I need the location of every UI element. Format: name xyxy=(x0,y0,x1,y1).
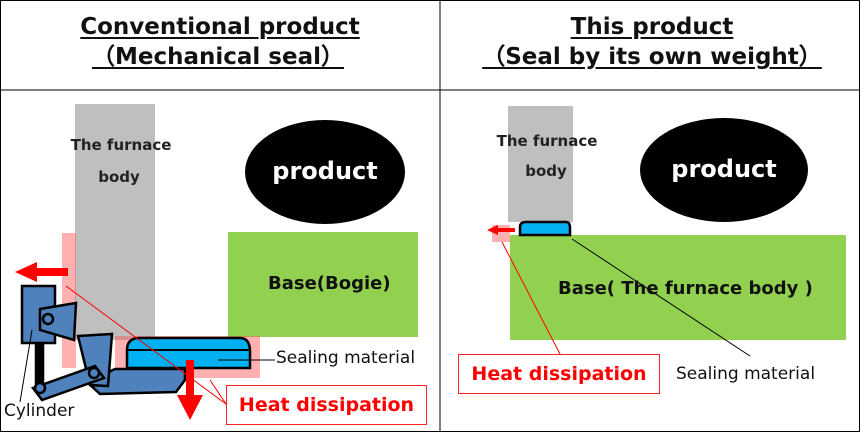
arrow-down-icon xyxy=(177,360,203,420)
base-furnace-body xyxy=(510,235,846,340)
right-sealing-label: Sealing material xyxy=(676,364,816,384)
left-base-label: Base(Bogie) xyxy=(268,273,391,294)
heat-zone-vertical xyxy=(62,233,76,368)
left-furnace-label-2: body xyxy=(98,168,140,186)
arrow-left-icon xyxy=(15,262,68,282)
furnace-body-left xyxy=(75,104,155,340)
right-heat-dissipation-box: Heat dissipation xyxy=(458,354,660,394)
right-product-label: product xyxy=(671,155,777,183)
left-product-label: product xyxy=(272,157,378,185)
link-pin-1 xyxy=(33,381,47,395)
base-bogie xyxy=(228,232,418,337)
cylinder-rod xyxy=(34,341,45,385)
right-title: This product xyxy=(570,14,734,40)
left-furnace-label-1: The furnace xyxy=(70,136,172,154)
right-subtitle: （Seal by its own weight） xyxy=(482,44,822,70)
link-bar xyxy=(30,364,107,402)
left-subtitle: （Mechanical seal） xyxy=(91,44,345,70)
pivot-plate xyxy=(38,301,78,342)
right-furnace-label-2: body xyxy=(525,162,567,180)
pivot-pin xyxy=(41,312,55,326)
sealing-material-right xyxy=(518,220,572,237)
left-sealing-label: Sealing material xyxy=(276,348,416,368)
right-furnace-label-1: The furnace xyxy=(496,132,598,150)
left-title: Conventional product xyxy=(80,14,360,40)
link-pin-2 xyxy=(87,366,101,380)
left-heat-dissipation-box: Heat dissipation xyxy=(226,385,427,425)
cylinder-label: Cylinder xyxy=(4,401,75,421)
arrow-left-icon-right xyxy=(487,225,515,235)
right-base-label: Base( The furnace body ) xyxy=(558,278,813,299)
product-ellipse-right xyxy=(640,118,808,222)
product-ellipse-left xyxy=(245,120,405,224)
furnace-body-right xyxy=(508,106,573,222)
